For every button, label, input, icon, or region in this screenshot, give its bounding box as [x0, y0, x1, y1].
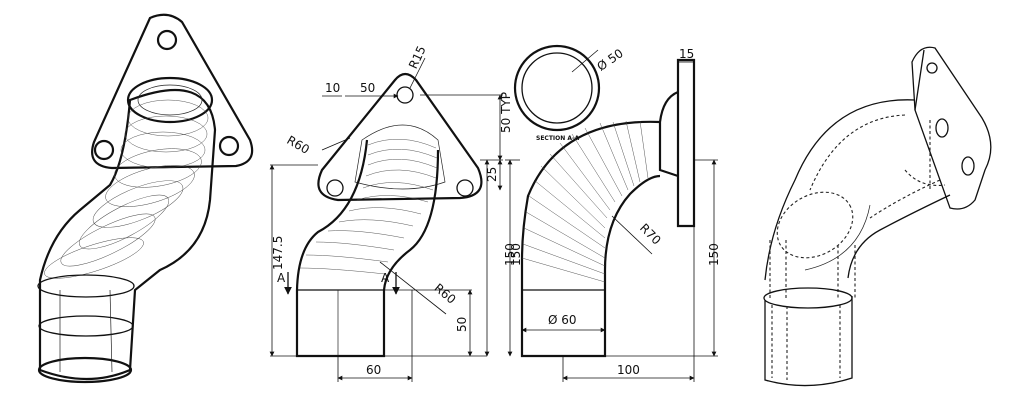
iso-bottom-opening: [37, 356, 133, 384]
hidden-bottom-cylinder: [764, 296, 853, 387]
iso-top-opening-inner: [137, 84, 203, 116]
side-elbow-outline: [520, 120, 661, 358]
iso-top-opening: [126, 76, 214, 124]
dim-r60-lower-leader: [379, 261, 447, 315]
dim-50typ-text: 50 TYP: [499, 92, 513, 133]
iso-section-ring-2: [38, 315, 134, 337]
side-flange: [676, 58, 696, 228]
hidden-bolt-hole-bottom: [961, 156, 975, 176]
iso-pipe-silhouette: [59, 289, 113, 373]
hidden-bottom-dashes: [771, 305, 841, 380]
front-flange-outline: [317, 72, 483, 202]
section-outer-circle: [513, 44, 601, 132]
dim-150-right-text: 150: [707, 243, 721, 266]
dim-150-side-text: 150: [503, 243, 517, 266]
side-view: Ø 50 SECTION A-A 15 R70 150 150 Ø 6: [503, 44, 721, 382]
iso-bolt-hole-right: [218, 135, 240, 157]
dim-60-text: 60: [366, 363, 381, 377]
hidden-bend-edge: [804, 204, 871, 271]
dim-r15-leader: [409, 57, 426, 89]
section-title: SECTION A-A: [536, 135, 579, 142]
hidden-dashed-lines: [769, 114, 946, 300]
dim-15-text: 15: [679, 47, 694, 61]
iso-wire-rings: [44, 99, 209, 279]
dim-dia50-text: Ø 50: [594, 46, 625, 74]
side-elbow-ribs: [521, 120, 649, 283]
dim-r60-upper-text: R60: [284, 133, 311, 157]
front-bolt-hole-left: [326, 179, 344, 197]
hidden-bolt-hole-mid: [935, 118, 949, 138]
section-mark-left: A: [277, 271, 286, 285]
dim-50-top-text: 50: [360, 81, 375, 95]
iso-pipe-body: [38, 88, 217, 381]
dim-147-text: 147.5: [271, 236, 285, 270]
hidden-elbow-outline: [764, 99, 951, 281]
section-mark-right: A: [381, 271, 390, 285]
dim-dia60-text: Ø 60: [548, 313, 577, 327]
front-bolt-hole-top: [396, 86, 414, 104]
iso-section-ring-1: [37, 274, 135, 298]
iso-bolt-hole-left: [93, 139, 115, 161]
dim-100-text: 100: [617, 363, 640, 377]
hidden-flange: [911, 46, 992, 210]
iso-bolt-hole-top: [156, 29, 178, 51]
side-flange-boss: [658, 90, 679, 178]
iso-flange-plate: [91, 13, 254, 170]
dim-150-front-text: 150: [509, 243, 523, 266]
dim-r15-text: R15: [406, 44, 429, 71]
front-pipe-outline: [295, 139, 440, 358]
isometric-hidden-line-view: [763, 46, 992, 387]
hidden-flange-edge: [914, 49, 925, 111]
front-bend-ribs: [299, 138, 438, 275]
hidden-bolt-hole-top: [926, 62, 938, 74]
section-inner-circle: [521, 52, 593, 124]
hidden-bottom-top-ellipse: [763, 287, 853, 309]
dim-r60-lower-text: R60: [431, 281, 458, 307]
isometric-shaded-view: [37, 13, 254, 384]
dim-r60-upper-leader: [321, 137, 351, 151]
dim-10-text: 10: [325, 81, 340, 95]
dim-dia50-leader: [571, 49, 599, 73]
front-bolt-hole-right: [456, 179, 474, 197]
front-flange-boss: [354, 124, 446, 190]
dim-r70-leader: [611, 215, 653, 255]
dim-50-bottom-text: 50: [455, 317, 469, 332]
front-view: 10 50 R15 50 TYP 25 R60 147.5 150 A A R6…: [269, 44, 523, 382]
